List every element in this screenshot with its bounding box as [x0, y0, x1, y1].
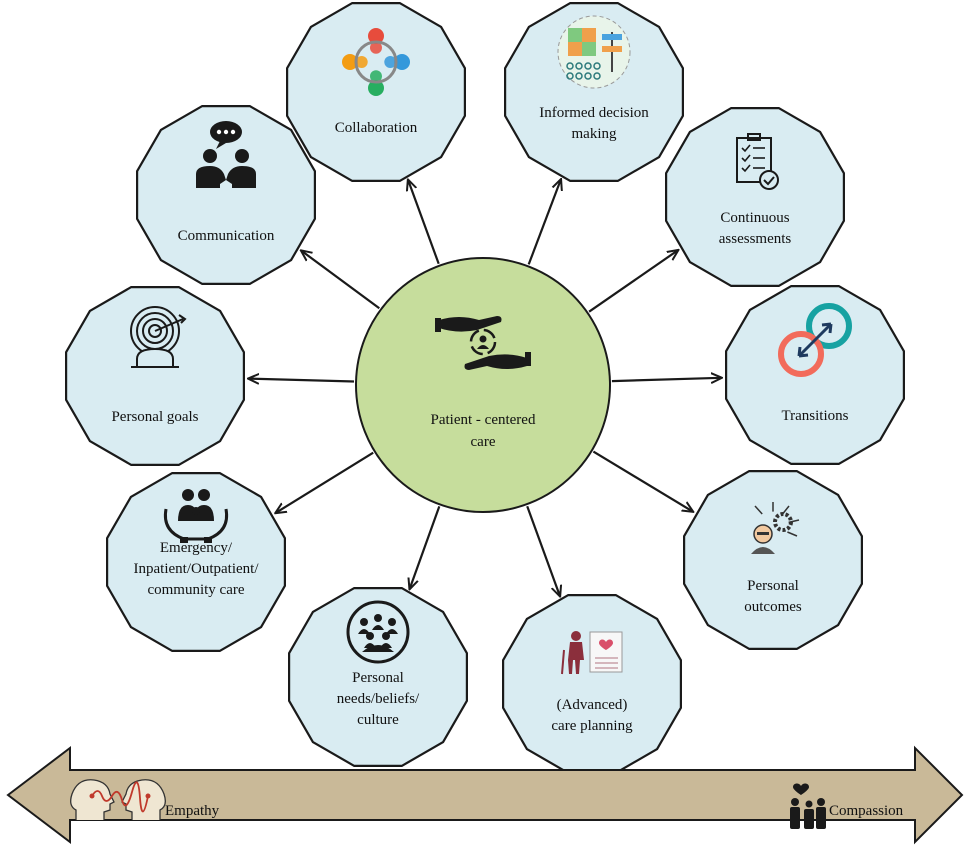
- node-shape: [724, 285, 906, 465]
- node-label-line: assessments: [719, 231, 792, 247]
- speech-bubble-people-icon: [196, 121, 256, 188]
- arrow-to-communication: [302, 251, 380, 310]
- node-shape: [504, 1, 685, 182]
- node-personal-needs: Personal needs/beliefs/culture: [288, 586, 468, 768]
- arrow-to-advanced-care-planning: [526, 505, 560, 596]
- node-label-line: care planning: [551, 718, 633, 734]
- team-circle-icon: [342, 28, 410, 96]
- node-shape: [136, 104, 316, 285]
- node-shape: [64, 286, 245, 466]
- node-label-line: Emergency/: [160, 540, 233, 556]
- node-personal-outcomes: Personal outcomes: [682, 470, 864, 651]
- node-shape: [288, 586, 468, 768]
- node-label-line: Personal: [747, 578, 799, 594]
- puzzle-signpost-icon: [557, 15, 631, 89]
- node-shape: [682, 470, 864, 651]
- node-informed-decision-making: Informed decision making: [504, 1, 685, 182]
- node-shape: [502, 593, 683, 775]
- node-collaboration: Collaboration: [286, 1, 466, 182]
- node-label-line: Informed decision: [539, 105, 649, 121]
- node-label-line: Personal: [352, 670, 404, 686]
- node-label-line: Transitions: [782, 408, 849, 424]
- arrow-to-continuous-assessments: [588, 250, 678, 313]
- arrow-to-collaboration: [408, 180, 440, 265]
- node-transitions: Transitions: [724, 285, 906, 465]
- empathy-label: Empathy: [165, 803, 220, 819]
- arrow-to-informed-decision-making: [527, 180, 561, 265]
- center-label-line-2: care: [471, 434, 496, 450]
- node-advanced-care-planning: (Advanced) care planning: [502, 593, 683, 775]
- people-heart-icon: [790, 783, 826, 829]
- gear-person-icon: [751, 502, 800, 554]
- node-label-line: Continuous: [720, 210, 789, 226]
- family-in-hands-icon: [163, 489, 229, 543]
- arrow-to-transitions: [611, 378, 721, 381]
- transition-circles-icon: [778, 303, 852, 377]
- node-label-line: Personal goals: [111, 409, 198, 425]
- checklist-clipboard-icon: [736, 133, 779, 190]
- caring-hands-icon: [435, 316, 531, 370]
- empathy-compassion-arrow: Empathy Compassion: [6, 745, 964, 845]
- node-continuous-assessments: Continuous assessments: [664, 106, 846, 287]
- double-arrow-shape: [6, 745, 964, 845]
- arrow-to-personal-outcomes: [592, 450, 692, 512]
- two-heads-heartbeat-icon: [70, 779, 166, 820]
- connector-arrows: [249, 180, 721, 596]
- community-group-icon: [346, 600, 410, 664]
- center-circle: [355, 257, 611, 513]
- compassion-label: Compassion: [829, 803, 904, 819]
- node-personal-goals: Personal goals: [64, 286, 245, 466]
- elderly-care-plan-icon: [561, 631, 623, 675]
- node-label-line: Communication: [178, 228, 275, 244]
- arrow-to-emergency-care: [276, 451, 374, 513]
- node-emergency-care: Emergency/Inpatient/Outpatient/community…: [105, 472, 286, 653]
- node-label-line: outcomes: [744, 599, 802, 615]
- center-label-line-1: Patient - centered: [431, 412, 536, 428]
- arrow-to-personal-needs: [410, 506, 441, 588]
- node-shape: [105, 472, 286, 653]
- center-node: Patient - centered care: [355, 257, 611, 513]
- node-label-line: Collaboration: [335, 120, 418, 136]
- node-shape: [664, 106, 846, 287]
- target-person-icon: [130, 306, 187, 368]
- node-communication: Communication: [136, 104, 316, 285]
- node-label-line: making: [572, 126, 617, 142]
- node-label-line: Inpatient/Outpatient/: [134, 561, 260, 577]
- node-label-line: (Advanced): [557, 697, 628, 713]
- node-label-line: culture: [357, 712, 399, 728]
- node-label-line: needs/beliefs/: [337, 691, 420, 707]
- arrow-to-personal-goals: [249, 379, 355, 382]
- node-label-line: community care: [147, 582, 244, 598]
